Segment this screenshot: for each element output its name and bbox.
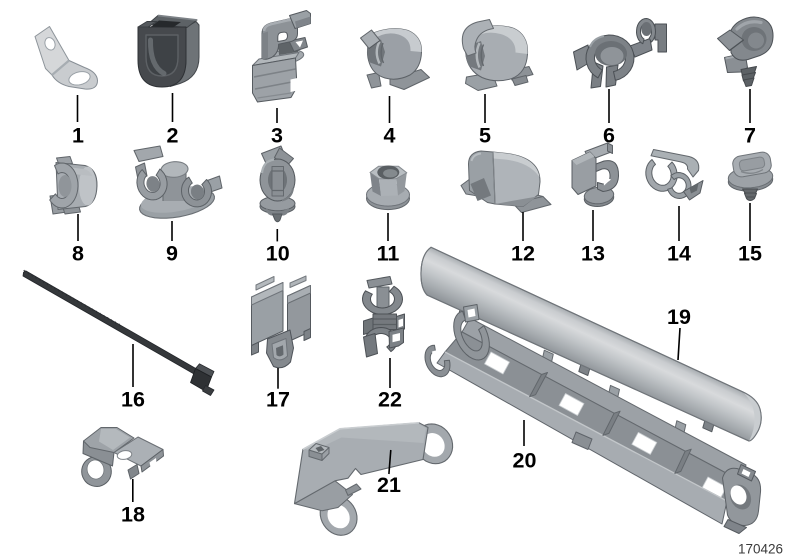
svg-text:170426: 170426 [738,542,783,557]
svg-text:2: 2 [167,124,179,148]
svg-text:20: 20 [513,449,537,473]
svg-text:3: 3 [271,124,283,148]
svg-text:21: 21 [377,473,401,497]
svg-text:16: 16 [121,388,145,412]
svg-text:18: 18 [121,503,145,527]
svg-text:17: 17 [266,388,290,412]
svg-text:11: 11 [377,242,400,266]
svg-text:4: 4 [384,124,396,148]
svg-text:1: 1 [72,124,84,148]
svg-text:12: 12 [511,242,535,266]
svg-text:7: 7 [744,124,756,148]
svg-text:5: 5 [479,124,491,148]
svg-text:13: 13 [581,242,605,266]
svg-text:9: 9 [166,242,178,266]
svg-text:8: 8 [72,242,84,266]
svg-text:19: 19 [667,305,691,329]
svg-text:22: 22 [378,388,402,412]
svg-text:14: 14 [667,242,691,266]
svg-text:15: 15 [738,242,762,266]
svg-text:10: 10 [266,242,290,266]
svg-text:6: 6 [603,124,615,148]
